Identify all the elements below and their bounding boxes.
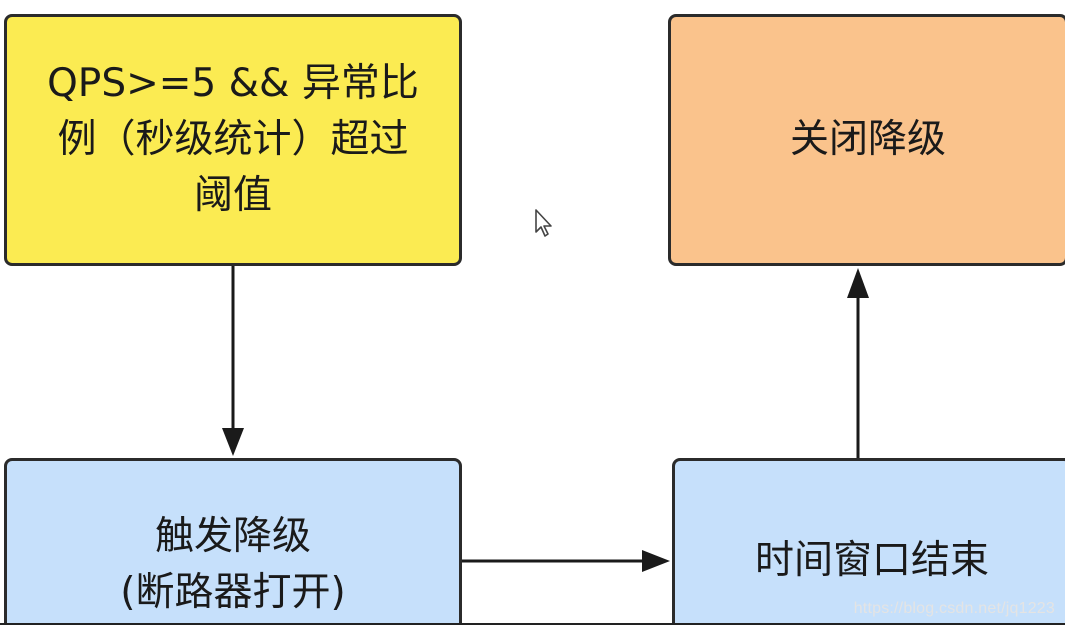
node-threshold: QPS>=5 && 异常比 例（秒级统计）超过 阈值 [4,14,462,266]
node-trigger-degradation-label: 触发降级 (断路器打开) [120,514,346,615]
edge-threshold-to-trigger [222,266,244,456]
node-threshold-label: QPS>=5 && 异常比 例（秒级统计）超过 阈值 [47,61,419,218]
node-close-degradation-label: 关闭降级 [789,117,946,162]
node-time-window-end: 时间窗口结束 [672,458,1065,630]
edge-window-end-to-close [847,268,869,458]
bottom-divider [0,623,1065,630]
mouse-pointer-icon [534,208,554,242]
watermark-text: https://blog.csdn.net/jq1223 [853,600,1055,617]
node-trigger-degradation: 触发降级 (断路器打开) [4,458,462,630]
node-close-degradation: 关闭降级 [668,14,1065,266]
edge-trigger-to-window-end [462,550,670,572]
node-time-window-end-label: 时间窗口结束 [754,538,989,583]
